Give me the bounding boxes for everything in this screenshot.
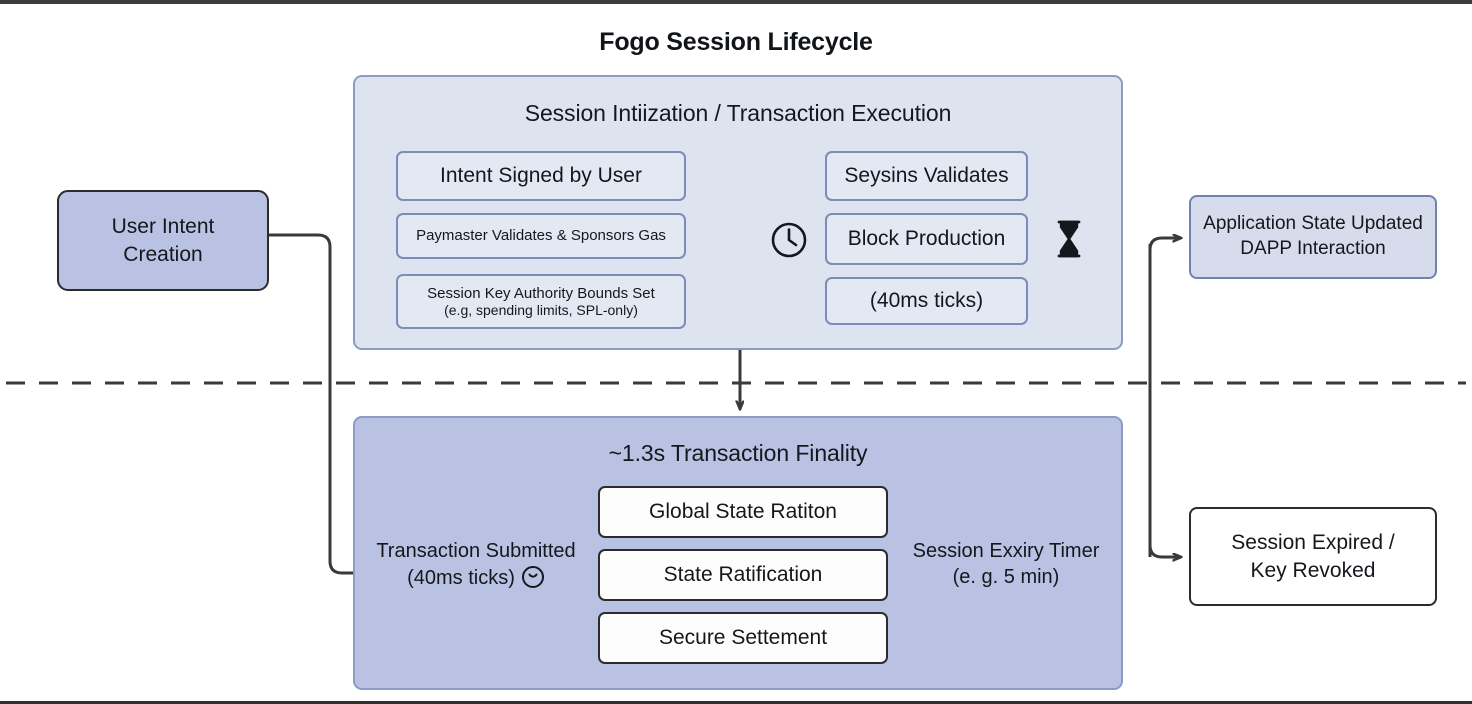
- user-intent-line2: Creation: [123, 242, 203, 266]
- transaction-submitted-label: Transaction Submitted (40ms ticks): [363, 539, 589, 596]
- app-state-line2: DAPP Interaction: [1240, 238, 1386, 259]
- chip-label: Paymaster Validates & Sponsors Gas: [416, 227, 666, 245]
- panel-init-heading: Session Intiization / Transaction Execut…: [524, 100, 952, 126]
- arrow-finality-to-session-expired: [1148, 244, 1181, 557]
- chip-session-key-authority-bounds[interactable]: Session Key Authority Bounds Set (e.g, s…: [396, 274, 686, 329]
- application-state-updated-box[interactable]: Application State Updated DAPP Interacti…: [1189, 195, 1437, 279]
- chip-seysins-validates[interactable]: Seysins Validates: [825, 151, 1028, 201]
- tx-submitted-line1: Transaction Submitted: [376, 540, 576, 562]
- chip-label: Session Key Authority Bounds Set: [427, 284, 655, 302]
- session-expired-key-revoked-box[interactable]: Session Expired / Key Revoked: [1189, 507, 1437, 606]
- clock-icon: [770, 221, 808, 264]
- arrow-user-intent-to-finality: [267, 233, 357, 575]
- session-expiry-line1: Session Exxiry Timer: [912, 540, 1100, 562]
- chip-label: Seysins Validates: [844, 163, 1009, 187]
- chip-label: State Ratification: [663, 562, 823, 586]
- session-expiry-timer-label: Session Exxiry Timer (e. g. 5 min): [893, 539, 1119, 590]
- chip-label: Intent Signed by User: [440, 163, 642, 187]
- app-state-line1: Application State Updated: [1203, 213, 1423, 235]
- chip-block-production[interactable]: Block Production: [825, 213, 1028, 265]
- chip-global-state-ratiton[interactable]: Global State Ratiton: [598, 486, 888, 538]
- chip-sublabel: (e.g, spending limits, SPL-only): [444, 302, 638, 319]
- chip-40ms-ticks[interactable]: (40ms ticks): [825, 277, 1028, 325]
- chip-label: Global State Ratiton: [649, 499, 837, 523]
- panel-finality-heading: ~1.3s Transaction Finality: [608, 440, 868, 466]
- arrow-finality-to-app-state: [1148, 238, 1181, 557]
- user-intent-line1: User Intent: [111, 215, 215, 239]
- panel-session-initialization: Session Intiization / Transaction Execut…: [353, 75, 1123, 350]
- chip-state-ratification[interactable]: State Ratification: [598, 549, 888, 601]
- page-title: Fogo Session Lifecycle: [599, 28, 873, 56]
- chip-paymaster-validates[interactable]: Paymaster Validates & Sponsors Gas: [396, 213, 686, 259]
- chip-label: (40ms ticks): [869, 288, 984, 312]
- chip-intent-signed-by-user[interactable]: Intent Signed by User: [396, 151, 686, 201]
- session-expired-line2: Key Revoked: [1250, 558, 1376, 582]
- hourglass-icon: [1052, 218, 1086, 265]
- tx-submitted-line2: (40ms ticks): [407, 566, 515, 589]
- session-expired-line1: Session Expired /: [1231, 531, 1395, 555]
- chip-label: Secure Settement: [658, 625, 828, 649]
- panel-transaction-finality: ~1.3s Transaction Finality Global State …: [353, 416, 1123, 690]
- user-intent-creation-box[interactable]: User Intent Creation: [57, 190, 269, 291]
- session-expiry-line2: (e. g. 5 min): [952, 565, 1060, 588]
- chip-secure-settement[interactable]: Secure Settement: [598, 612, 888, 664]
- timer-icon: [521, 565, 545, 597]
- chip-label: Block Production: [847, 226, 1006, 250]
